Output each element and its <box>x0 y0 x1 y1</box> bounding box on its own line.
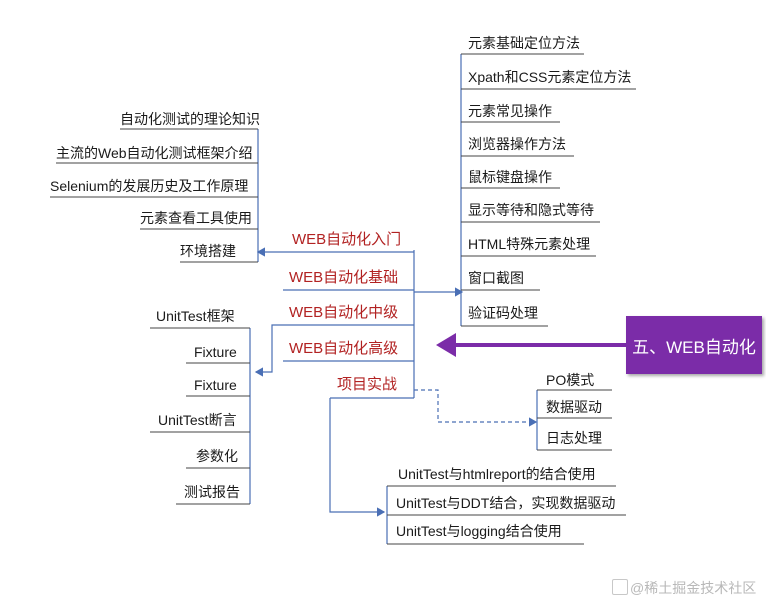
adv-item: PO模式 <box>546 372 595 388</box>
branch-adv: WEB自动化高级 <box>289 340 399 357</box>
basic-item: 鼠标键盘操作 <box>468 169 552 185</box>
project-connector <box>329 398 386 517</box>
adv-connector <box>414 389 538 427</box>
mid-item: Fixture <box>194 377 237 393</box>
adv-item: 数据驱动 <box>546 399 602 415</box>
basic-item: 浏览器操作方法 <box>468 136 566 152</box>
adv-item: 日志处理 <box>546 430 602 446</box>
basic-item: 元素常见操作 <box>468 103 552 119</box>
basic-item: 验证码处理 <box>468 305 538 321</box>
branch-project: 项目实战 <box>337 376 398 393</box>
project-item: UnitTest与DDT结合，实现数据驱动 <box>396 495 616 511</box>
mid-item: 参数化 <box>196 448 238 464</box>
project-item: UnitTest与htmlreport的结合使用 <box>398 466 596 482</box>
mid-item: 测试报告 <box>184 484 240 500</box>
branch-basic: WEB自动化基础 <box>289 269 399 286</box>
intro-item: Selenium的发展历史及工作原理 <box>50 178 249 194</box>
mid-item: Fixture <box>194 344 237 360</box>
mid-connector <box>254 324 283 377</box>
root-node: 五、WEB自动化 <box>626 316 762 374</box>
intro-item: 主流的Web自动化测试框架介绍 <box>56 145 253 161</box>
intro-item: 自动化测试的理论知识 <box>120 111 260 127</box>
mid-item: UnitTest框架 <box>156 308 235 324</box>
intro-item: 元素查看工具使用 <box>140 210 252 226</box>
intro-item: 环境搭建 <box>180 243 236 259</box>
project-item: UnitTest与logging结合使用 <box>396 523 562 539</box>
basic-item: 显示等待和隐式等待 <box>468 202 594 218</box>
basic-item: 窗口截图 <box>468 270 524 286</box>
basic-item: HTML特殊元素处理 <box>468 236 591 252</box>
root-label: 五、WEB自动化 <box>632 337 756 357</box>
watermark: @稀土掘金技术社区 <box>612 578 756 598</box>
basic-item: 元素基础定位方法 <box>468 35 580 51</box>
watermark-icon <box>612 579 628 595</box>
watermark-text: @稀土掘金技术社区 <box>630 580 757 596</box>
branch-mid: WEB自动化中级 <box>289 304 399 321</box>
mid-item: UnitTest断言 <box>158 412 237 428</box>
basic-item: Xpath和CSS元素定位方法 <box>468 69 632 85</box>
branch-intro: WEB自动化入门 <box>292 231 402 248</box>
